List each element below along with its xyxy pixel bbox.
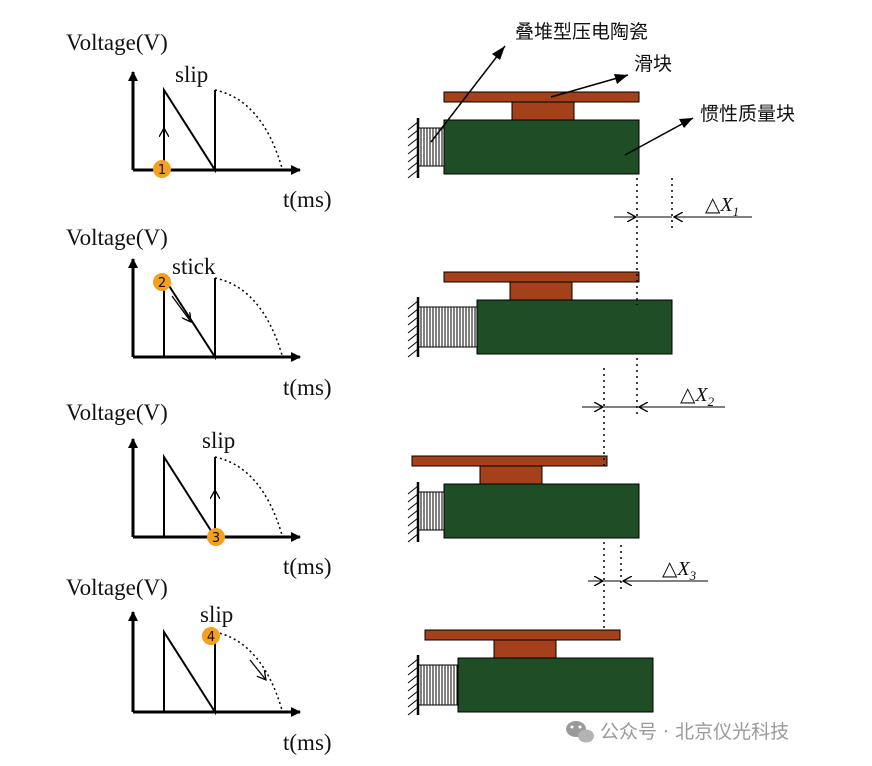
graph-1-ylabel: Voltage(V) <box>66 30 168 55</box>
stage-3-mass <box>443 483 640 539</box>
stage-2-slider <box>509 281 573 301</box>
stage-2-mass <box>476 299 673 355</box>
graph-3-xlabel: t(ms) <box>283 554 332 579</box>
stage-2-wall-hatch <box>407 300 419 358</box>
delta-x1-indicator: △X1 <box>614 194 752 219</box>
component-callouts: 叠堆型压电陶瓷 滑块 惯性质量块 <box>430 21 795 156</box>
stage-4-piezo <box>417 664 459 706</box>
delta-x2-label: △X2 <box>680 384 715 409</box>
voltage-graph-3: Voltage(V) slip 3 t(ms) <box>66 400 332 579</box>
stage-4-plate <box>424 629 621 641</box>
stage-3-plate <box>411 455 608 467</box>
watermark-text: 公众号 · 北京仪光科技 <box>600 721 789 743</box>
graph-3-dotted-curve <box>214 456 283 536</box>
graph-1-marker-label: 1 <box>158 163 166 178</box>
stage-2-plate <box>443 271 640 283</box>
inertial-mass-leader <box>624 117 694 156</box>
graph-4-marker <box>202 627 220 645</box>
mechanism-stage-2 <box>407 271 673 358</box>
voltage-graph-2: Voltage(V) stick 2 t(ms) <box>66 225 332 400</box>
watermark: 公众号 · 北京仪光科技 <box>566 721 789 743</box>
mechanism-stage-4 <box>407 629 654 716</box>
reference-lines <box>603 178 673 632</box>
graph-3-marker-label: 3 <box>212 531 220 546</box>
stage-3-piezo <box>417 491 445 531</box>
graph-3-phase: slip <box>202 428 235 453</box>
graph-4-ylabel: Voltage(V) <box>66 575 168 600</box>
graph-1-phase: slip <box>175 62 208 87</box>
stage-1-mass <box>443 119 640 175</box>
slider-label: 滑块 <box>634 53 672 75</box>
stage-4-wall-hatch <box>407 658 419 716</box>
graph-2-xlabel: t(ms) <box>283 375 332 400</box>
stage-4-mass <box>457 657 654 713</box>
graph-1-marker <box>153 160 171 178</box>
graph-1-dotted-curve <box>214 89 283 169</box>
graph-4-phase: slip <box>200 602 233 627</box>
stage-1-wall-hatch <box>407 121 419 179</box>
slider-leader <box>550 74 629 98</box>
stage-1-plate <box>443 91 640 103</box>
delta-x1-label: △X1 <box>705 194 739 219</box>
graph-2-sawtooth <box>163 274 216 361</box>
graph-3-ylabel: Voltage(V) <box>66 400 168 425</box>
inertial-mass-leader-head <box>679 118 693 128</box>
graph-4-motion-arrow <box>249 659 266 680</box>
graph-2-motion-arrow <box>171 295 191 322</box>
stage-2-piezo <box>417 306 478 348</box>
delta-x2-indicator: △X2 <box>582 384 725 409</box>
delta-x3-label: △X3 <box>662 558 697 583</box>
stage-1-piezo <box>417 127 445 167</box>
piezo-stack-leader <box>430 45 506 143</box>
voltage-graph-4: Voltage(V) slip 4 t(ms) <box>66 575 332 755</box>
graph-2-marker <box>153 273 171 291</box>
voltage-graph-1: Voltage(V) slip 1 t(ms) <box>66 30 332 212</box>
graph-3-sawtooth <box>163 453 216 541</box>
mechanism-stage-1 <box>407 91 640 179</box>
wechat-icon <box>566 721 594 743</box>
graph-1-sawtooth <box>163 86 216 174</box>
graph-2-marker-label: 2 <box>158 276 166 291</box>
graph-4-sawtooth <box>163 628 216 716</box>
stage-3-wall-hatch <box>407 485 419 543</box>
graph-2-ylabel: Voltage(V) <box>66 225 168 250</box>
graph-1-xlabel: t(ms) <box>283 187 332 212</box>
stage-1-slider <box>511 101 575 121</box>
mechanism-stage-3 <box>407 455 640 543</box>
stage-4-slider <box>493 639 557 659</box>
piezo-stack-label: 叠堆型压电陶瓷 <box>515 21 648 43</box>
graph-2-dotted-curve <box>214 277 283 356</box>
inertial-mass-label: 惯性质量块 <box>700 103 795 125</box>
graph-4-dotted-curve <box>214 631 283 711</box>
stage-3-slider <box>479 465 543 485</box>
slider-leader-head <box>614 74 628 84</box>
delta-x3-indicator: △X3 <box>588 558 708 583</box>
piezo-stack-leader-head <box>492 46 505 60</box>
graph-3-marker <box>207 528 225 546</box>
graph-2-phase: stick <box>172 254 216 279</box>
graph-4-xlabel: t(ms) <box>283 730 332 755</box>
graph-4-marker-label: 4 <box>207 630 215 645</box>
